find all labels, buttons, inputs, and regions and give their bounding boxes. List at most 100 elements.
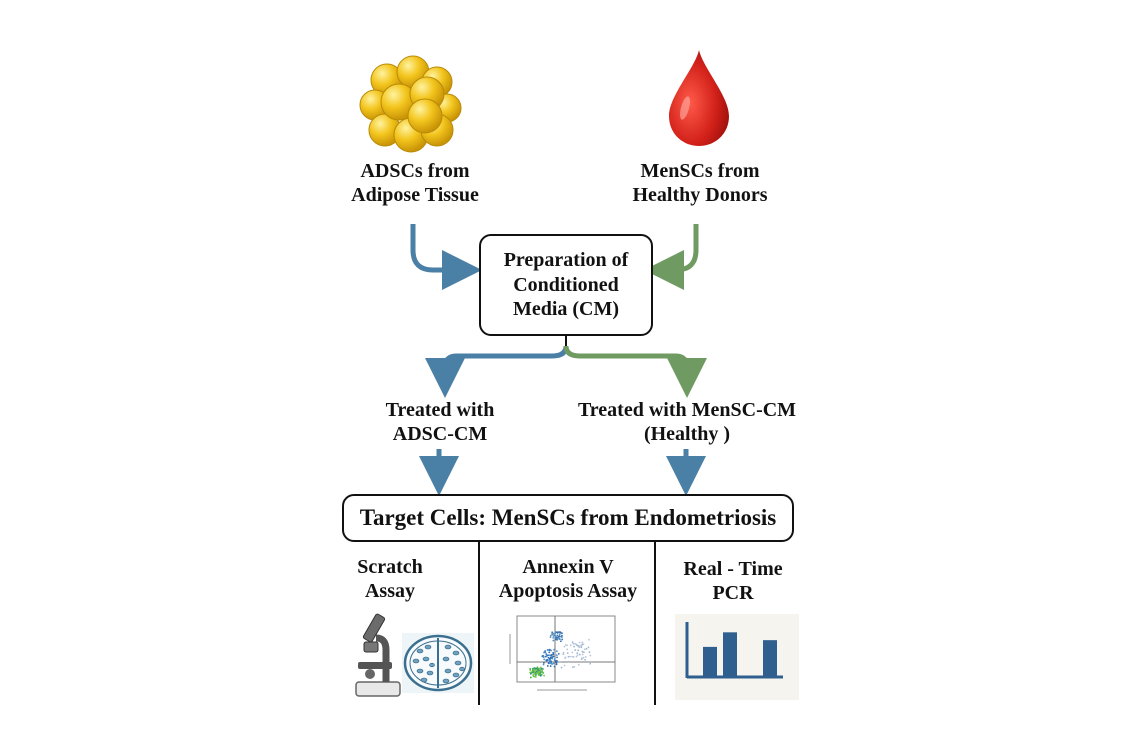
flow-dot	[572, 656, 575, 658]
flow-dot	[577, 645, 580, 648]
flow-dot	[538, 668, 541, 671]
flow-dot	[582, 651, 585, 654]
flow-dot	[550, 660, 553, 663]
flow-dot	[557, 652, 560, 655]
flow-dot	[540, 668, 543, 670]
flow-dot	[539, 672, 541, 675]
flow-dot	[538, 674, 541, 677]
assay-pcr-line1: Real - Time	[683, 558, 783, 580]
flow-dot	[541, 655, 544, 658]
flow-dot	[553, 659, 556, 662]
flow-dot	[529, 669, 532, 672]
arrow-adsc-to-preparation	[410, 224, 482, 290]
flow-dot	[548, 659, 550, 662]
flow-dot	[534, 674, 537, 677]
flow-dot	[547, 656, 550, 659]
flow-dot	[571, 651, 574, 654]
flow-dot	[555, 654, 558, 657]
flow-dot	[554, 661, 557, 664]
flow-dot	[555, 663, 558, 666]
flow-dot	[543, 661, 545, 664]
flow-dot	[536, 666, 539, 669]
flow-dot	[545, 653, 548, 656]
flow-dot	[574, 649, 577, 651]
flow-dot	[549, 634, 552, 637]
flow-dot	[543, 658, 546, 661]
flow-cytometry-dots	[529, 631, 592, 679]
flow-dot	[552, 636, 555, 639]
flow-dot	[546, 654, 549, 657]
flow-dot	[558, 638, 561, 641]
flow-dot	[553, 648, 555, 651]
arrow-preparation-to-adsc-cm	[425, 345, 569, 398]
flow-dot	[568, 655, 571, 658]
flow-dot	[532, 671, 535, 673]
flow-dot	[552, 651, 555, 654]
flow-dot	[575, 644, 578, 646]
flow-dot	[529, 668, 532, 670]
flow-dot	[563, 645, 566, 648]
flow-dot	[548, 654, 551, 657]
flow-dot	[562, 651, 565, 654]
flow-dot	[554, 638, 557, 641]
flow-dot	[529, 676, 532, 679]
flow-dot	[581, 650, 584, 653]
target-cells-box: Target Cells: MenSCs from Endometriosis	[342, 494, 794, 542]
assay-annexin-line1: Annexin V	[522, 556, 614, 578]
source-adsc-label: ADSCs from Adipose Tissue	[330, 160, 500, 207]
treatment-adsc-cm-label: Treated with ADSC-CM	[360, 399, 520, 446]
flow-dot	[533, 667, 536, 670]
flow-dot	[572, 666, 574, 669]
flow-dot	[589, 654, 592, 657]
bar-chart-icon	[675, 614, 799, 700]
flow-dot	[547, 662, 550, 665]
flow-dot	[535, 669, 538, 672]
flow-dot	[564, 644, 567, 646]
flow-dot	[566, 648, 569, 651]
flow-dot	[561, 632, 563, 635]
target-cells-label: Target Cells: MenSCs from Endometriosis	[359, 505, 777, 530]
assay-pcr-line2: PCR	[712, 581, 754, 604]
flow-dot	[577, 663, 580, 666]
source-adsc-line2: Adipose Tissue	[351, 183, 479, 206]
flow-dot	[552, 635, 555, 637]
flow-dot	[584, 658, 586, 661]
flow-dot	[585, 647, 588, 650]
flow-dot	[559, 640, 562, 643]
flow-dot	[560, 634, 563, 637]
flow-dot	[560, 666, 563, 669]
flow-dot	[544, 651, 547, 654]
flow-dot	[552, 653, 555, 656]
flow-dot	[535, 672, 538, 675]
flow-dot	[578, 641, 581, 644]
treatment-mensc-cm-label: Treated with MenSC-CM (Healthy )	[565, 399, 809, 446]
assay-pcr-label: Real - Time PCR	[668, 558, 798, 605]
flow-dot	[560, 636, 563, 638]
flow-dot	[556, 631, 559, 634]
flow-dot	[553, 665, 556, 668]
flow-dot	[562, 653, 565, 656]
preparation-line2: Conditioned	[513, 273, 619, 296]
flow-dot	[540, 670, 542, 673]
flow-dot	[576, 654, 579, 657]
flow-dot	[580, 646, 583, 649]
flow-dot	[555, 636, 558, 639]
flow-dot	[558, 635, 561, 638]
flow-dot	[551, 631, 554, 634]
flow-dot	[552, 662, 555, 665]
flow-dot	[552, 655, 555, 658]
flow-dot	[542, 663, 545, 666]
arrow-preparation-to-mensc-cm	[563, 345, 707, 398]
flow-dot	[546, 658, 549, 661]
flow-dot	[555, 631, 558, 634]
flow-dot	[540, 671, 543, 674]
flow-dot	[573, 666, 576, 668]
assay-scratch-line2: Assay	[364, 579, 415, 602]
flow-dot	[569, 644, 572, 647]
flow-dot	[567, 655, 570, 658]
flow-dot	[532, 674, 535, 677]
flow-dot	[544, 650, 547, 652]
pcr-icon-bar	[763, 640, 777, 676]
flow-dot	[556, 634, 559, 637]
